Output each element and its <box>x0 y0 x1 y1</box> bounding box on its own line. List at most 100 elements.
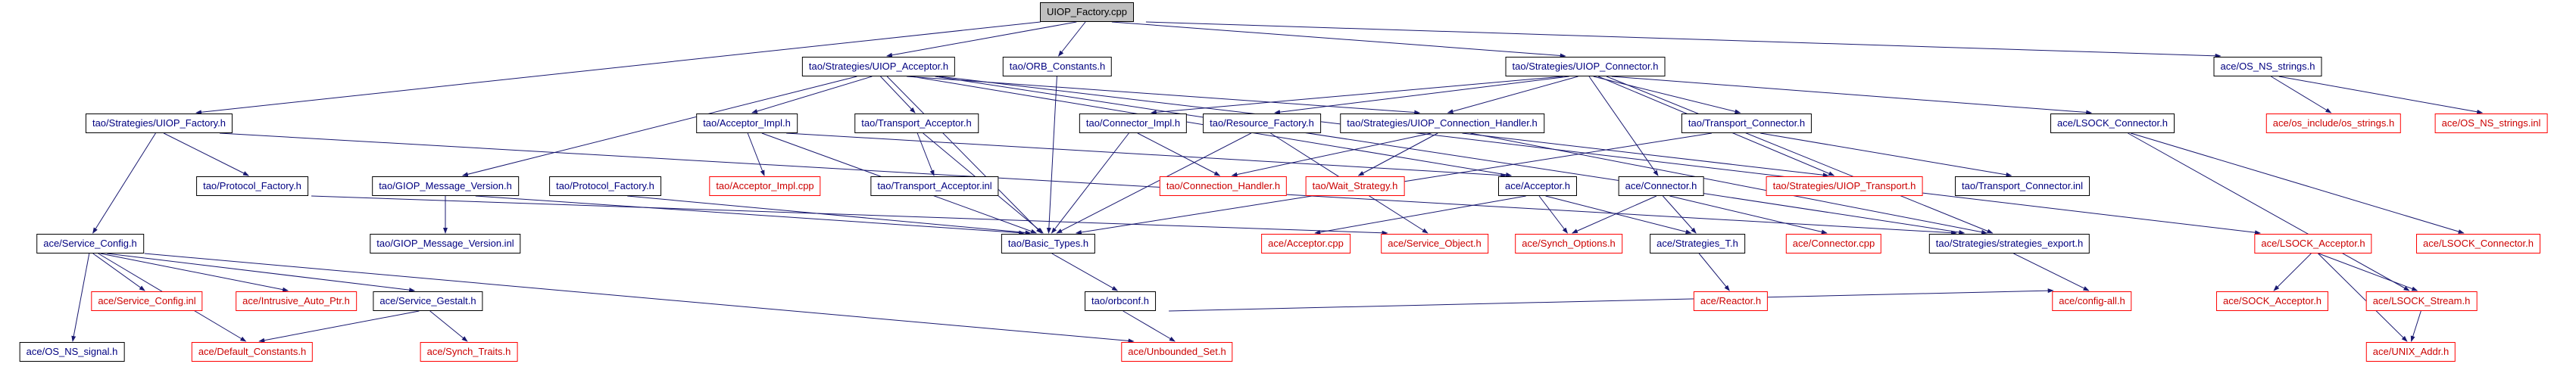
graph-edge-protocol_factory2-basic_types <box>627 195 1032 235</box>
graph-edge-os_ns_strings-os_strings <box>2271 76 2332 114</box>
graph-node-os_ns_strings[interactable]: ace/OS_NS_strings.h <box>2213 57 2322 76</box>
graph-edge-strategies_export-config_all <box>2013 253 2090 291</box>
graph-node-uiop_conn_handler[interactable]: tao/Strategies/UIOP_Connection_Handler.h <box>1340 114 1544 133</box>
graph-edge-connector_impl-basic_types <box>1051 132 1129 234</box>
graph-node-ace_connector[interactable]: ace/Connector.h <box>1618 176 1704 196</box>
graph-node-uiop_transport: tao/Strategies/UIOP_Transport.h <box>1766 176 1923 196</box>
graph-node-orb_constants[interactable]: tao/ORB_Constants.h <box>1002 57 1113 76</box>
graph-node-service_gestalt[interactable]: ace/Service_Gestalt.h <box>373 291 483 311</box>
graph-edge-acceptor_impl-acceptor_impl_cpp <box>747 132 765 176</box>
graph-node-acceptor_cpp: ace/Acceptor.cpp <box>1261 234 1350 253</box>
graph-node-strategies_t[interactable]: ace/Strategies_T.h <box>1650 234 1745 253</box>
graph-node-connector_impl[interactable]: tao/Connector_Impl.h <box>1079 114 1188 133</box>
graph-edge-service_config-os_ns_signal <box>71 253 90 342</box>
graph-edge-uiop_acceptor-strategies_export <box>935 76 1966 235</box>
graph-node-transport_acceptor[interactable]: tao/Transport_Acceptor.h <box>854 114 979 133</box>
graph-edge-connector_impl-connection_handler <box>1137 132 1221 176</box>
graph-edge-uiop_factory_h-strategies_export <box>219 132 1957 235</box>
graph-edge-service_config-intrusive_auto_ptr <box>100 253 289 292</box>
graph-edge-lsock_acceptor-unix_addr <box>2318 253 2408 342</box>
graph-node-acceptor_impl[interactable]: tao/Acceptor_Impl.h <box>696 114 798 133</box>
graph-edge-orb_constants-basic_types <box>1046 76 1057 234</box>
graph-edge-uiop_conn_handler-wait_strategy <box>1357 132 1438 176</box>
graph-edge-lsock_connector-lsock_stream <box>2128 132 2410 291</box>
graph-edge-uiop_conn_handler-connection_handler <box>1231 132 1432 177</box>
graph-node-acceptor_impl_cpp: tao/Acceptor_Impl.cpp <box>709 176 821 196</box>
graph-edge-uiop_acceptor-lsock_acceptor <box>938 76 2261 235</box>
graph-node-ace_acceptor[interactable]: ace/Acceptor.h <box>1498 176 1577 196</box>
graph-edge-giop_msg_ver-basic_types <box>475 195 1026 235</box>
graph-node-reactor: ace/Reactor.h <box>1693 291 1769 311</box>
graph-node-os_strings: ace/os_include/os_strings.h <box>2265 114 2402 133</box>
graph-node-config_all: ace/config-all.h <box>2052 291 2132 311</box>
graph-node-wait_strategy: tao/Wait_Strategy.h <box>1305 176 1405 196</box>
graph-node-synch_options: ace/Synch_Options.h <box>1515 234 1622 253</box>
graph-edge-uiop_connector-connector_impl <box>1150 76 1563 115</box>
graph-edge-uiop_connector-uiop_conn_handler <box>1447 76 1578 114</box>
graph-node-protocol_factory2[interactable]: tao/Protocol_Factory.h <box>549 176 661 196</box>
graph-edge-ace_connector-connector_cpp <box>1669 195 1828 235</box>
graph-edge-basic_types-orbconf <box>1051 253 1119 291</box>
graph-edge-service_config-service_gestalt <box>107 253 416 293</box>
graph-edge-ace_connector-strategies_t <box>1663 195 1697 234</box>
graph-edge-acceptor_impl-ace_acceptor <box>786 132 1507 178</box>
graph-edge-root-os_ns_strings <box>1145 21 2222 58</box>
graph-node-service_config_inl: ace/Service_Config.inl <box>91 291 203 311</box>
graph-node-unix_addr: ace/UNIX_Addr.h <box>2365 342 2456 362</box>
graph-edge-os_ns_strings-os_ns_strings_inl <box>2278 76 2484 114</box>
graph-node-strategies_export[interactable]: tao/Strategies/strategies_export.h <box>1928 234 2090 253</box>
graph-edge-root-uiop_factory_h <box>195 21 1041 115</box>
graph-node-transport_connector_inl[interactable]: tao/Transport_Connector.inl <box>1955 176 2090 196</box>
graph-edge-lsock_acceptor-lsock_stream <box>2318 253 2418 291</box>
graph-node-default_constants: ace/Default_Constants.h <box>191 342 314 362</box>
graph-edge-uiop_connector-transport_connector <box>1593 76 1741 114</box>
graph-node-uiop_acceptor[interactable]: tao/Strategies/UIOP_Acceptor.h <box>801 57 956 76</box>
graph-edge-ace_acceptor-strategies_t <box>1545 195 1692 235</box>
graph-node-transport_acceptor_inl[interactable]: tao/Transport_Acceptor.inl <box>870 176 999 196</box>
graph-node-os_ns_signal[interactable]: ace/OS_NS_signal.h <box>19 342 125 362</box>
graph-edge-protocol_factory1-service_object <box>311 195 1388 235</box>
graph-node-orbconf[interactable]: tao/orbconf.h <box>1085 291 1156 311</box>
graph-node-sock_acceptor: ace/SOCK_Acceptor.h <box>2215 291 2329 311</box>
graph-edge-orbconf-config_all <box>1169 288 2054 312</box>
graph-node-unbounded_set: ace/Unbounded_Set.h <box>1121 342 1233 362</box>
graph-edge-ace_acceptor-synch_options <box>1538 195 1568 234</box>
graph-edge-uiop_acceptor-acceptor_impl <box>751 76 873 114</box>
graph-edge-service_gestalt-synch_traits <box>429 310 468 342</box>
graph-edge-ace_acceptor-acceptor_cpp <box>1314 195 1526 235</box>
graph-node-resource_factory[interactable]: tao/Resource_Factory.h <box>1203 114 1321 133</box>
graph-edge-service_gestalt-default_constants <box>258 310 420 343</box>
graph-edge-resource_factory-basic_types <box>1056 132 1252 234</box>
graph-edge-uiop_connector-ace_connector <box>1588 76 1659 176</box>
graph-node-root: UIOP_Factory.cpp <box>1040 2 1134 22</box>
graph-node-giop_msg_ver[interactable]: tao/GIOP_Message_Version.h <box>372 176 519 196</box>
graph-edge-uiop_connector-strategies_export <box>1606 76 1994 234</box>
graph-node-lsock_connector[interactable]: ace/LSOCK_Connector.h <box>2050 114 2175 133</box>
graph-edge-uiop_connector-resource_factory <box>1274 76 1569 115</box>
graph-edge-uiop_connector-lsock_connector <box>1611 76 2093 115</box>
graph-edge-root-orb_constants <box>1057 21 1086 57</box>
graph-node-lsock_connector2: ace/LSOCK_Connector.h <box>2416 234 2540 253</box>
graph-edge-uiop_acceptor-giop_msg_ver <box>461 76 857 177</box>
graph-node-service_config[interactable]: ace/Service_Config.h <box>36 234 144 253</box>
graph-node-transport_connector[interactable]: tao/Transport_Connector.h <box>1681 114 1813 133</box>
graph-node-intrusive_auto_ptr: ace/Intrusive_Auto_Ptr.h <box>236 291 357 311</box>
graph-node-uiop_connector[interactable]: tao/Strategies/UIOP_Connector.h <box>1505 57 1666 76</box>
graph-node-os_ns_strings_inl: ace/OS_NS_strings.inl <box>2434 114 2548 133</box>
graph-edge-service_config-unbounded_set <box>144 253 1135 344</box>
graph-node-protocol_factory1[interactable]: tao/Protocol_Factory.h <box>196 176 308 196</box>
graph-node-uiop_factory_h[interactable]: tao/Strategies/UIOP_Factory.h <box>85 114 233 133</box>
graph-edge-service_config-service_config_inl <box>92 253 145 291</box>
graph-edge-orbconf-unbounded_set <box>1123 310 1176 342</box>
graph-edge-lsock_connector-lsock_connector2 <box>2131 132 2465 234</box>
graph-node-lsock_acceptor: ace/LSOCK_Acceptor.h <box>2254 234 2372 253</box>
graph-edge-transport_connector-transport_connector_inl <box>1760 132 2012 177</box>
graph-edge-uiop_factory_h-protocol_factory1 <box>163 132 249 176</box>
graph-node-giop_msg_ver_inl[interactable]: tao/GIOP_Message_Version.inl <box>370 234 521 253</box>
graph-edge-transport_acceptor-transport_acceptor_inl <box>916 132 935 176</box>
graph-node-synch_traits: ace/Synch_Traits.h <box>420 342 518 362</box>
graph-edge-uiop_conn_handler-uiop_transport <box>1462 132 1829 178</box>
graph-node-basic_types[interactable]: tao/Basic_Types.h <box>1001 234 1096 253</box>
